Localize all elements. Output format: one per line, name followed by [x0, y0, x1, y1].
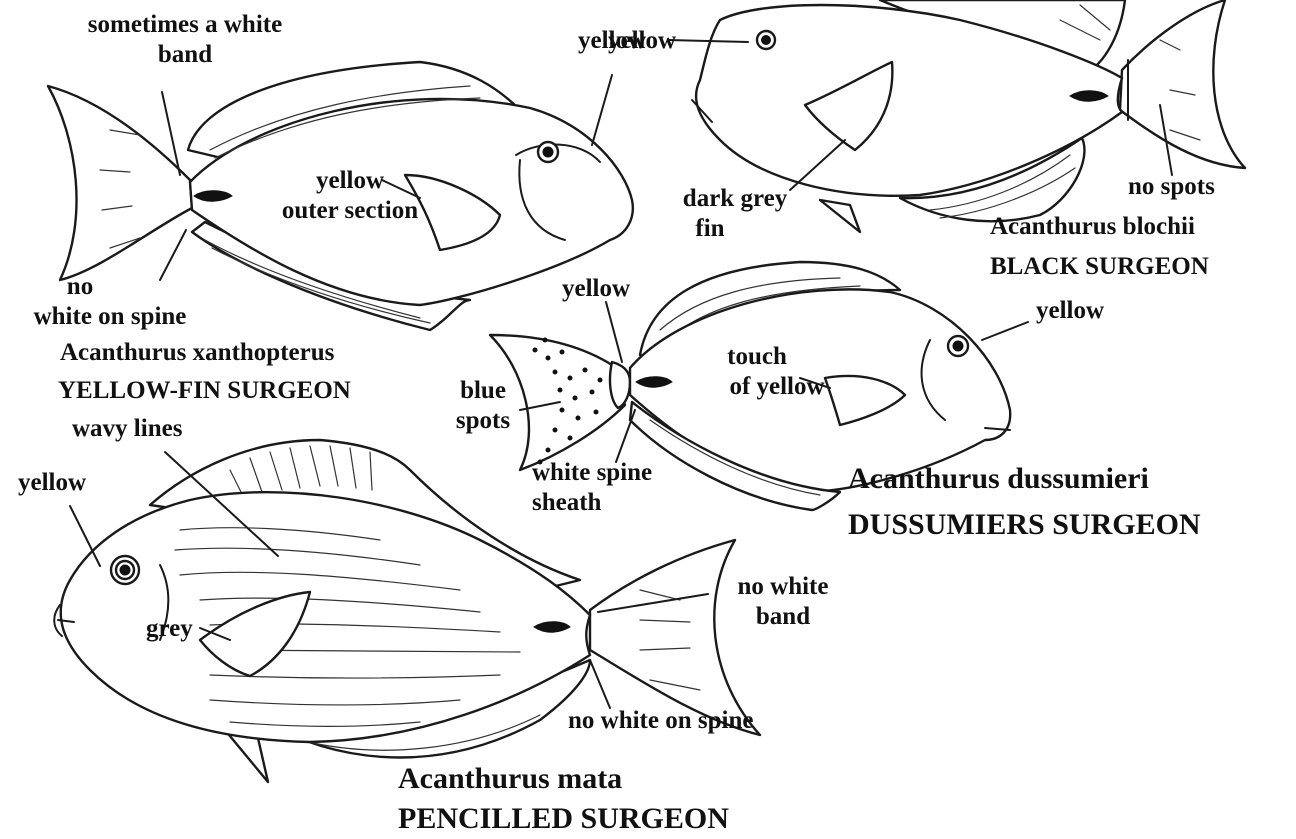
label-no-white-on-spine: no white on spine	[0, 272, 220, 332]
label-line: no white	[708, 572, 858, 602]
blochii-tail	[1120, 0, 1245, 168]
label-line: outer section	[265, 196, 435, 226]
label-line: white on spine	[0, 302, 220, 332]
label-line: spots	[448, 406, 518, 436]
label-grey: grey	[146, 614, 193, 644]
label-touch-of-yellow: touch of yellow	[712, 342, 842, 402]
label-white-spine-sheath: white spine sheath	[532, 458, 652, 518]
xanthopterus-common-name: YELLOW-FIN SURGEON	[58, 376, 351, 406]
mata-common-name: PENCILLED SURGEON	[398, 802, 729, 836]
label-dussumieri-yellow-tail: yellow	[562, 274, 630, 304]
label-blue-spots: blue spots	[448, 376, 518, 436]
label-line: touch	[672, 342, 842, 372]
label-line: sometimes a white	[60, 10, 310, 40]
label-line: blue	[448, 376, 518, 406]
label-line: no	[0, 272, 220, 302]
label-wavy-lines: wavy lines	[72, 414, 182, 444]
label-line: sheath	[532, 488, 652, 518]
dussumieri-common-name: DUSSUMIERS SURGEON	[848, 508, 1201, 542]
label-yellow-outer-section: yellow outer section	[265, 166, 435, 226]
xanthopterus-tail	[48, 86, 192, 280]
label-blochii-yellow: yellow	[608, 26, 676, 56]
label-line: of yellow	[712, 372, 842, 402]
label-mata-yellow: yellow	[18, 468, 86, 498]
label-no-white-band: no white band	[708, 572, 858, 632]
label-mata-no-white-on-spine: no white on spine	[568, 706, 753, 736]
blochii-scientific-name: Acanthurus blochii	[990, 212, 1195, 242]
label-no-spots: no spots	[1128, 172, 1215, 202]
xanthopterus-scientific-name: Acanthurus xanthopterus	[60, 338, 334, 368]
dussumieri-scientific-name: Acanthurus dussumieri	[848, 462, 1149, 496]
label-dussumieri-yellow-head: yellow	[1036, 296, 1104, 326]
mata-scientific-name: Acanthurus mata	[398, 762, 622, 796]
label-line: white spine	[532, 458, 652, 488]
label-line: dark grey	[665, 184, 805, 214]
label-line: band	[708, 602, 858, 632]
label-line: yellow	[265, 166, 435, 196]
blochii-common-name: BLACK SURGEON	[990, 252, 1209, 282]
label-line: band	[60, 40, 310, 70]
label-line: fin	[615, 214, 805, 244]
label-dark-grey-fin: dark grey fin	[665, 184, 805, 244]
label-sometimes-white-band: sometimes a white band	[60, 10, 310, 70]
